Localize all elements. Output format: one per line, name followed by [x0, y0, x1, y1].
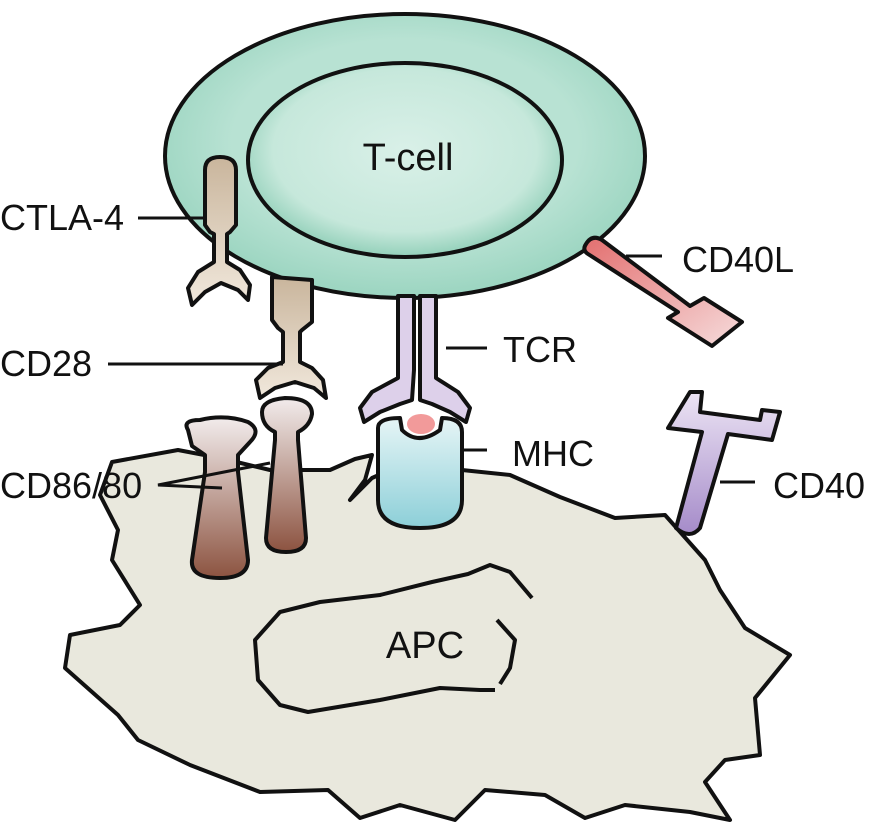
cd28-label: CD28 — [0, 343, 92, 384]
leader-lines — [108, 216, 755, 490]
cd40l-ligand — [582, 235, 744, 348]
mhc-label: MHC — [512, 433, 594, 474]
apc-label: APC — [386, 625, 464, 667]
cd86-80-label: CD86/80 — [0, 465, 142, 506]
ctla4-receptor — [186, 155, 252, 307]
ctla4-label: CTLA-4 — [0, 197, 124, 238]
t-cell-nucleus — [246, 61, 564, 259]
cd28-receptor — [254, 275, 328, 400]
cd40-receptor — [666, 390, 782, 536]
cd40-label: CD40 — [773, 465, 865, 506]
cd80-ligand — [260, 396, 314, 554]
peptide — [407, 414, 435, 434]
cd86-80-ligands — [184, 396, 314, 580]
cd86-ligand — [184, 415, 258, 580]
labels: CTLA-4 CD28 CD86/80 TCR MHC CD40L CD40 — [0, 197, 865, 506]
tcr-label: TCR — [503, 329, 577, 370]
t-cell: T-cell — [163, 12, 647, 300]
mhc-molecule — [376, 414, 464, 530]
tcr-receptor — [358, 294, 472, 424]
t-cell-label: T-cell — [363, 137, 454, 179]
cd86-80-leader — [157, 461, 271, 490]
apc-nucleus — [253, 563, 534, 714]
cd40l-label: CD40L — [682, 239, 794, 280]
